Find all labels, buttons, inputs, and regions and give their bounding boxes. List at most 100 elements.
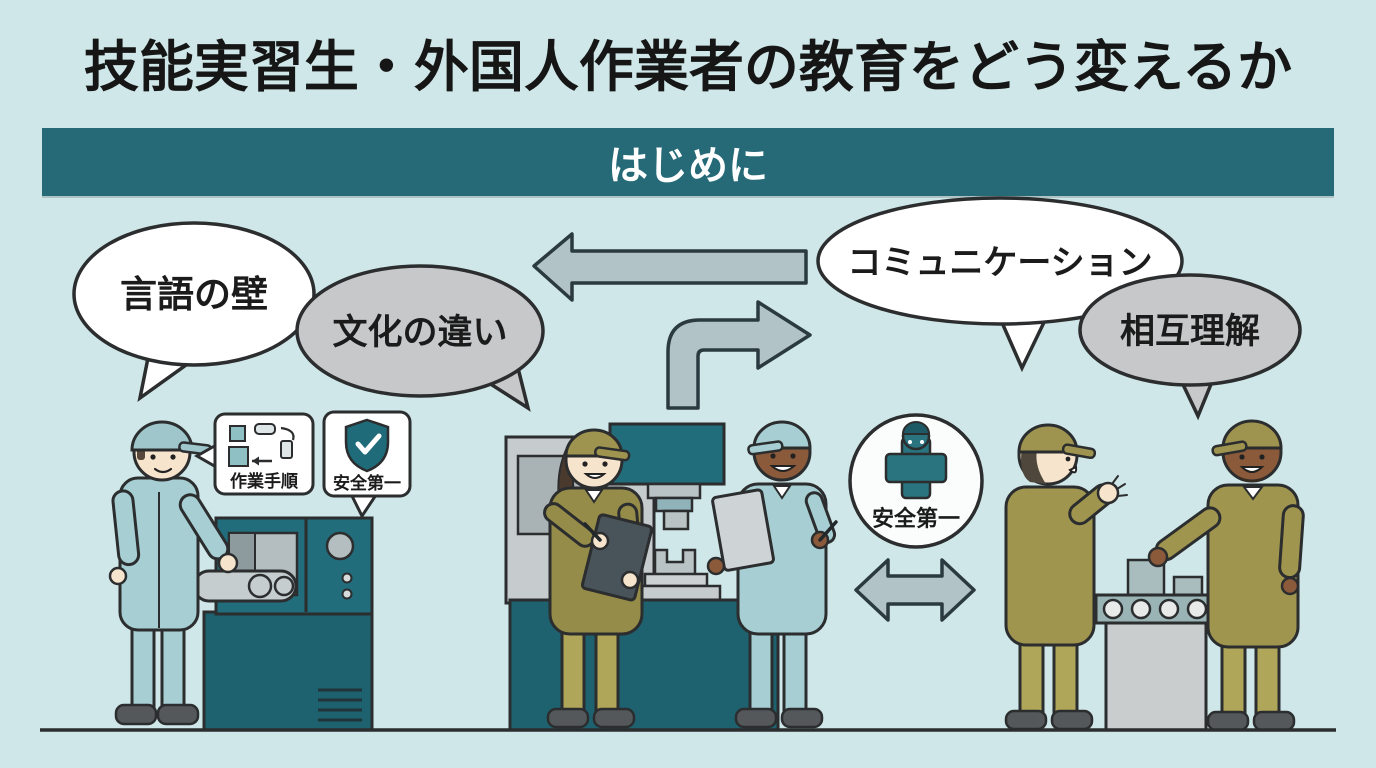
gesturing-hand <box>1096 481 1120 505</box>
gesturing-torso <box>1004 485 1096 647</box>
trainer-eye-right <box>602 461 608 467</box>
trainee-collar <box>772 485 792 500</box>
arrow-left-icon <box>532 232 808 302</box>
machine-left-roller1 <box>247 573 273 599</box>
listening-leg-right <box>1254 643 1281 719</box>
sign-safety-first: 安全第一 <box>322 410 412 519</box>
conveyor-roller-3 <box>1158 598 1180 620</box>
conveyor-roller-2 <box>1130 598 1152 620</box>
gesturing-mouth <box>1068 465 1078 474</box>
worker-veteran-hand-left <box>108 566 128 586</box>
bubble-communication: コミュニケーション <box>816 196 1184 373</box>
machine-left <box>192 516 374 732</box>
bubble-communication-body <box>816 196 1184 326</box>
gesturing-hair-back <box>1021 448 1046 484</box>
trainer-shoe-left <box>546 707 590 729</box>
listening-arm-down <box>1278 504 1305 580</box>
conveyor-pedestal <box>1104 621 1208 732</box>
worker-veteran-eye-right <box>170 454 176 460</box>
listening-hand-down <box>1280 576 1300 596</box>
trainee-leg-right <box>782 630 808 716</box>
trainee-eye-left <box>770 453 776 459</box>
gesturing-leg-right <box>1052 638 1079 718</box>
sign-work-procedure: 作業手順 <box>193 412 315 496</box>
worker-veteran-shoe-left <box>114 703 158 726</box>
bubble-mutual-understanding-label: 相互理解 <box>1120 312 1260 351</box>
gesturing-shoe-right <box>1050 709 1094 731</box>
conveyor-roller-1 <box>1102 598 1124 620</box>
machine-left-vents <box>318 688 362 722</box>
trainee-shoe-left <box>734 707 778 729</box>
section-banner: はじめに <box>42 128 1334 196</box>
press-ram <box>662 509 690 531</box>
conveyor-roller-4 <box>1186 598 1208 620</box>
listening-hand-reaching <box>1147 546 1169 568</box>
badge-label: 安全第一 <box>872 506 960 531</box>
trainer-eye-left <box>582 461 588 467</box>
listening-beard <box>1239 477 1265 482</box>
press-step1 <box>646 482 702 500</box>
listening-eye-left <box>1239 454 1245 460</box>
gesturing-fingers <box>1111 475 1128 497</box>
gesturing-cap-brim <box>1061 443 1097 460</box>
worker-trainee-center <box>706 420 838 729</box>
trainer-smile <box>583 473 607 479</box>
worker-veteran-hand-right <box>217 552 239 574</box>
gesturing-eye <box>1065 456 1071 462</box>
speech-bubbles: 言語の壁 文化の違い コミュニケーション 相互理解 <box>72 196 1302 421</box>
machine-left-base <box>202 610 374 732</box>
worker-veteran-arm-left <box>111 489 141 567</box>
worker-veteran-leg-right <box>160 620 186 712</box>
trainee-shoe-right <box>780 707 824 729</box>
trainee-cap-brim <box>747 440 784 456</box>
press-die <box>653 548 697 577</box>
scene-left: 作業手順 安全第一 <box>108 410 412 732</box>
machine-left-roller2 <box>273 575 295 597</box>
arrow-double-horizontal-icon <box>854 558 976 622</box>
bubble-communication-label: コミュニケーション <box>847 244 1152 282</box>
bubble-mutual-understanding: 相互理解 <box>1078 273 1302 421</box>
bubble-language-barrier-body <box>72 221 316 367</box>
listening-smile <box>1239 466 1265 473</box>
trainee-smile <box>769 465 797 472</box>
trainer-shoe-right <box>592 707 636 729</box>
listening-cap-brim <box>1211 440 1248 457</box>
arrows <box>532 232 976 622</box>
listening-leg-left <box>1220 643 1247 719</box>
sign-work-procedure-label: 作業手順 <box>230 471 299 491</box>
sign-safety-first-label: 安全第一 <box>333 473 401 493</box>
machine-left-dot2 <box>341 588 353 600</box>
trainer-cap-brim <box>594 446 631 462</box>
badge-safety-first: 安全第一 <box>848 413 984 549</box>
listening-shoe-right <box>1252 710 1296 732</box>
safety-cross-icon <box>884 421 948 500</box>
gesturing-leg-left <box>1018 638 1045 718</box>
machine-left-dot1 <box>341 572 353 584</box>
trainee-cap <box>752 420 812 450</box>
shield-check-icon <box>344 418 390 473</box>
press-bed-top <box>643 572 709 588</box>
trainer-pen <box>583 522 602 542</box>
bubble-mutual-understanding-body <box>1078 273 1302 387</box>
listening-eye-right <box>1259 454 1265 460</box>
trainee-pen <box>818 520 838 542</box>
bubble-language-barrier-label: 言語の壁 <box>120 274 268 315</box>
bubble-culture-difference-label: 文化の違い <box>332 313 507 352</box>
trainer-collar <box>584 489 604 504</box>
scene-right <box>1004 419 1305 732</box>
trainer-hand-right <box>620 570 640 590</box>
bubble-culture-difference: 文化の違い <box>295 264 545 412</box>
conveyor-table <box>1094 558 1216 732</box>
bubble-culture-difference-body <box>295 264 545 398</box>
worker-veteran-smile <box>153 467 173 474</box>
worker-veteran-shoe-right <box>156 703 200 726</box>
trainee-clipboard <box>711 488 775 572</box>
listening-shoe-left <box>1206 710 1250 732</box>
press-step2 <box>654 496 694 513</box>
scene-center <box>504 420 838 732</box>
listening-collar <box>1242 486 1264 501</box>
worker-trainer-center <box>543 428 654 729</box>
worker-veteran-eye-left <box>150 454 156 460</box>
